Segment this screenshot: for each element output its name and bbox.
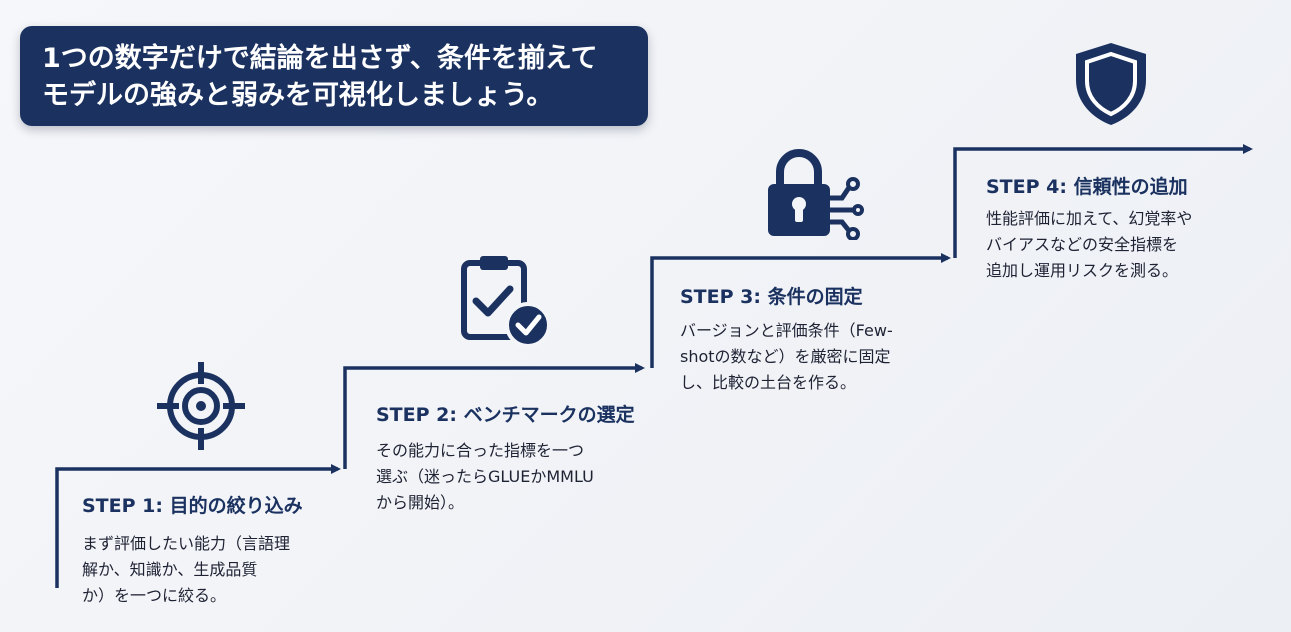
banner: 1つの数字だけで結論を出さず、条件を揃えて モデルの強みと弱みを可視化しましょう… xyxy=(20,26,648,126)
step-3-title: STEP 3: 条件の固定 xyxy=(680,286,863,308)
stair-arrow-2 xyxy=(343,363,645,469)
step-4-title: STEP 4: 信頼性の追加 xyxy=(986,176,1188,198)
step-2-desc: その能力に合った指標を一つ 選ぶ（迷ったらGLUEかMMLU から開始）。 xyxy=(376,441,594,512)
step-1-desc: まず評価したい能力（言語理 解か、知識か、生成品質 か）を一つに絞る。 xyxy=(82,534,291,605)
target-icon xyxy=(157,362,245,450)
stair-arrow-3 xyxy=(650,253,951,368)
stair-arrow-4 xyxy=(953,144,1253,258)
stair-arrow-1 xyxy=(55,464,341,588)
clipboard-check-icon xyxy=(461,256,551,348)
step-1-title: STEP 1: 目的の絞り込み xyxy=(82,495,303,517)
step-4-desc: 性能評価に加えて、幻覚率や バイアスなどの安全指標を 追加し運用リスクを測る。 xyxy=(986,209,1193,280)
shield-icon xyxy=(1076,43,1146,125)
padlock-icon xyxy=(768,149,864,240)
step-2-title: STEP 2: ベンチマークの選定 xyxy=(376,404,635,426)
step-3-desc: バージョンと評価条件（Few- shotの数など）を厳密に固定 し、比較の土台を… xyxy=(680,321,893,392)
